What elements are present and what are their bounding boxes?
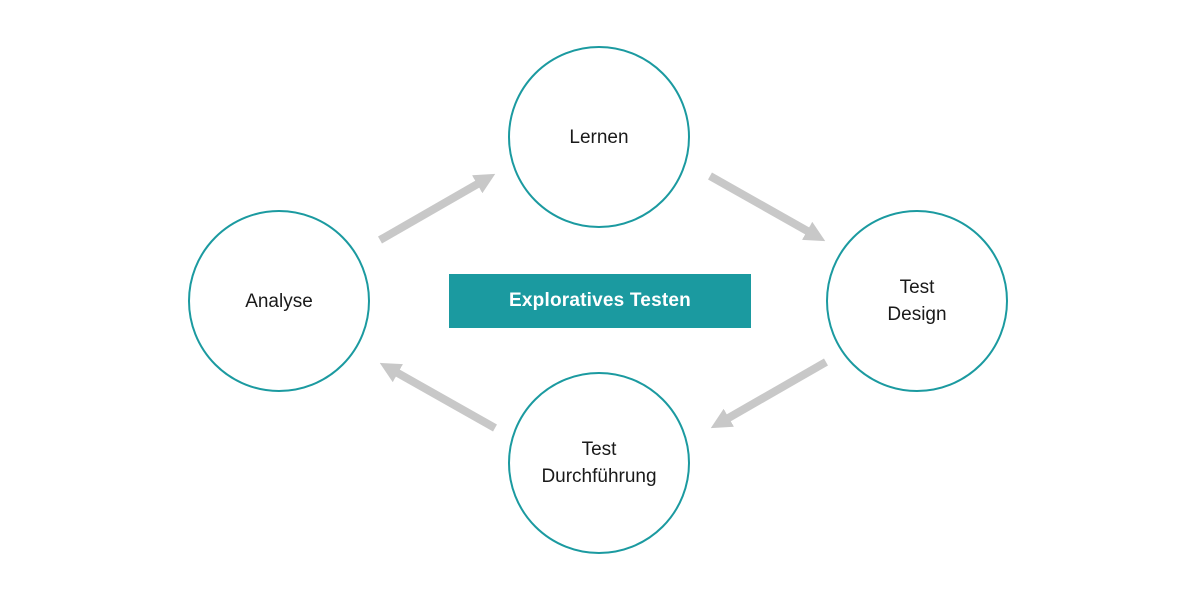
arrow-analyse-to-lernen	[378, 173, 496, 244]
arrow-lernen-to-design	[708, 172, 826, 242]
node-analyse: Analyse	[188, 210, 370, 392]
node-lernen: Lernen	[508, 46, 690, 228]
node-analyse-label: Analyse	[245, 290, 313, 312]
arrow-design-to-durchfuehrung	[710, 358, 828, 429]
arrow-durchfuehrung-to-analyse	[379, 362, 497, 432]
node-test-design: Test Design	[826, 210, 1008, 392]
node-test-design-label: Test Design	[887, 277, 947, 325]
center-title: Exploratives Testen	[449, 274, 751, 328]
node-test-durchfuehrung: Test Durchführung	[508, 372, 690, 554]
center-title-text: Exploratives Testen	[509, 290, 691, 311]
node-lernen-label: Lernen	[569, 126, 629, 148]
node-test-durchfuehrung-label: Test Durchführung	[541, 439, 657, 487]
